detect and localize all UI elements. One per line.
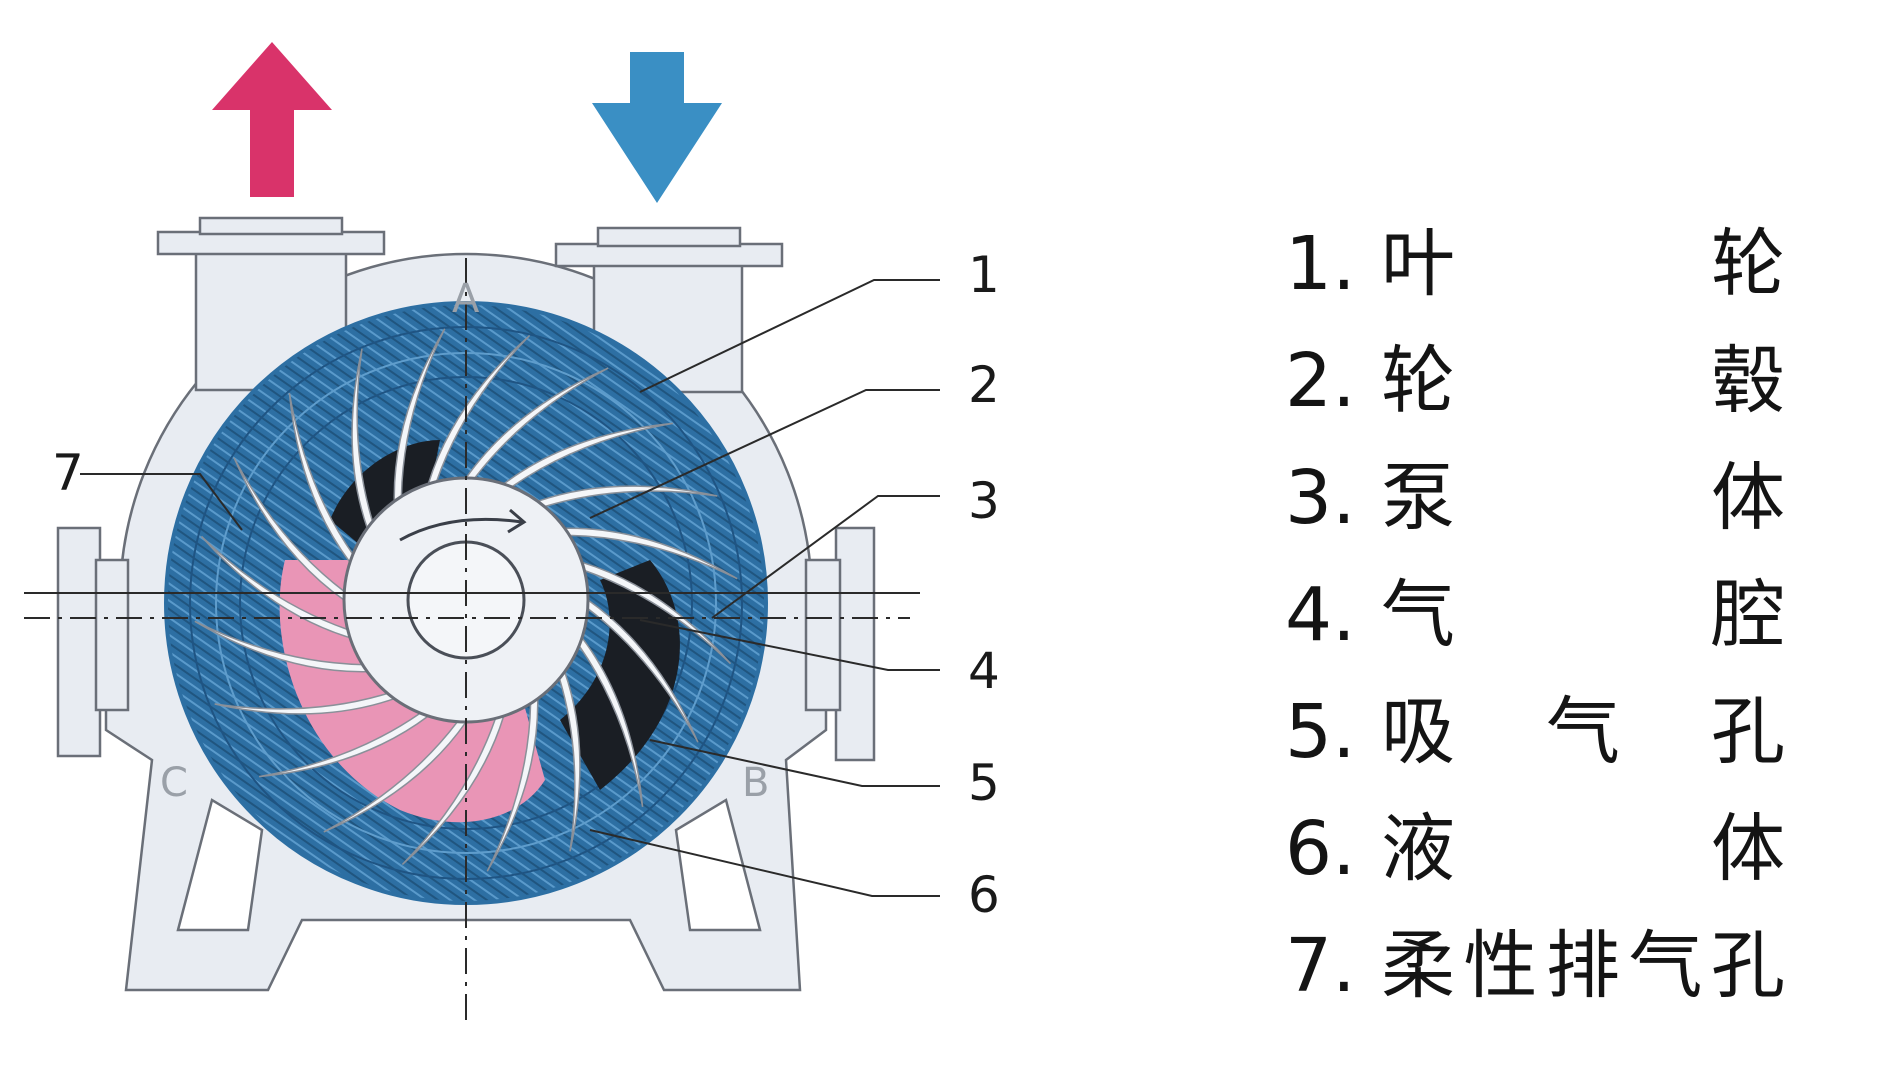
- legend-item-2: 2. 轮 毂: [1285, 322, 1785, 439]
- callout-4: 4: [968, 642, 1000, 700]
- legend-label: 泵 体: [1381, 461, 1785, 535]
- impeller-blade: [258, 712, 430, 778]
- legend-label: 吸 气 孔: [1381, 695, 1785, 769]
- legend-number: 3.: [1285, 454, 1356, 541]
- callout-7: 7: [52, 444, 84, 502]
- impeller-blade: [558, 670, 581, 852]
- callout-6: 6: [968, 866, 1000, 924]
- legend-number: 7.: [1285, 922, 1356, 1009]
- callout-2: 2: [968, 356, 1000, 414]
- legend-char: 孔: [1711, 688, 1785, 775]
- legend-char: 吸: [1381, 688, 1455, 775]
- impeller-blade: [563, 527, 738, 580]
- outlet-arrow-icon: [212, 42, 332, 197]
- leader-lines: [80, 279, 940, 897]
- legend-char: 毂: [1711, 337, 1785, 424]
- parts-legend: 1. 叶 轮 2. 轮 毂 3. 泵 体 4. 气 腔 5. 吸 气 孔: [1285, 205, 1785, 1024]
- legend-char: 轮: [1381, 337, 1455, 424]
- dark-cavity: [560, 560, 680, 790]
- legend-char: 轮: [1711, 220, 1785, 307]
- legend-label: 叶 轮: [1381, 227, 1785, 301]
- legend-char: 柔: [1381, 922, 1455, 1009]
- callout-1: 1: [968, 246, 1000, 304]
- callout-3: 3: [968, 472, 1000, 530]
- legend-item-3: 3. 泵 体: [1285, 439, 1785, 556]
- legend-char: 泵: [1381, 454, 1455, 541]
- legend-item-4: 4. 气 腔: [1285, 556, 1785, 673]
- impeller-blade: [464, 367, 609, 480]
- impeller: [194, 328, 738, 872]
- impeller-blade: [214, 692, 396, 715]
- legend-item-1: 1. 叶 轮: [1285, 205, 1785, 322]
- point-label-a: A: [452, 276, 480, 322]
- legend-label: 轮 毂: [1381, 344, 1785, 418]
- point-label-b: B: [742, 760, 769, 806]
- legend-char: 孔: [1711, 922, 1785, 1009]
- impeller-blade: [393, 328, 446, 503]
- legend-char: 气: [1546, 688, 1620, 775]
- impeller-blade: [502, 422, 674, 488]
- impeller-blade: [486, 697, 539, 872]
- legend-number: 1.: [1285, 220, 1356, 307]
- callout-5: 5: [968, 754, 1000, 812]
- legend-label: 气 腔: [1381, 578, 1785, 652]
- legend-char: 排: [1546, 922, 1620, 1009]
- impeller-blade: [351, 348, 374, 530]
- impeller-blade: [586, 598, 699, 743]
- impeller-blade: [427, 334, 531, 486]
- impeller-blade: [323, 720, 468, 833]
- point-label-c: C: [160, 760, 188, 806]
- centerlines: [24, 258, 920, 1024]
- legend-char: 液: [1381, 805, 1455, 892]
- legend-label: 液 体: [1381, 812, 1785, 886]
- impeller-blade: [578, 636, 644, 808]
- rotation-arrow-icon: [399, 517, 523, 542]
- impeller-blade: [580, 561, 732, 665]
- legend-char: 叶: [1381, 220, 1455, 307]
- impeller-blade: [233, 457, 346, 602]
- legend-label: 柔 性 排 气 孔: [1381, 929, 1785, 1003]
- legend-item-7: 7. 柔 性 排 气 孔: [1285, 907, 1785, 1024]
- legend-number: 5.: [1285, 688, 1356, 775]
- legend-number: 4.: [1285, 571, 1356, 658]
- legend-char: 体: [1711, 805, 1785, 892]
- impeller-blade: [288, 392, 354, 564]
- legend-char: 腔: [1711, 571, 1785, 658]
- legend-number: 6.: [1285, 805, 1356, 892]
- legend-char: 气: [1628, 922, 1703, 1009]
- legend-char: 体: [1711, 454, 1785, 541]
- legend-item-5: 5. 吸 气 孔: [1285, 673, 1785, 790]
- impeller-blade: [536, 485, 718, 508]
- impeller-blade: [200, 535, 352, 639]
- impeller-blade: [194, 620, 369, 673]
- legend-item-6: 6. 液 体: [1285, 790, 1785, 907]
- legend-char: 性: [1463, 922, 1538, 1009]
- inlet-arrow-icon: [592, 52, 722, 203]
- impeller-blade: [401, 714, 505, 866]
- legend-char: 气: [1381, 571, 1455, 658]
- legend-number: 2.: [1285, 337, 1356, 424]
